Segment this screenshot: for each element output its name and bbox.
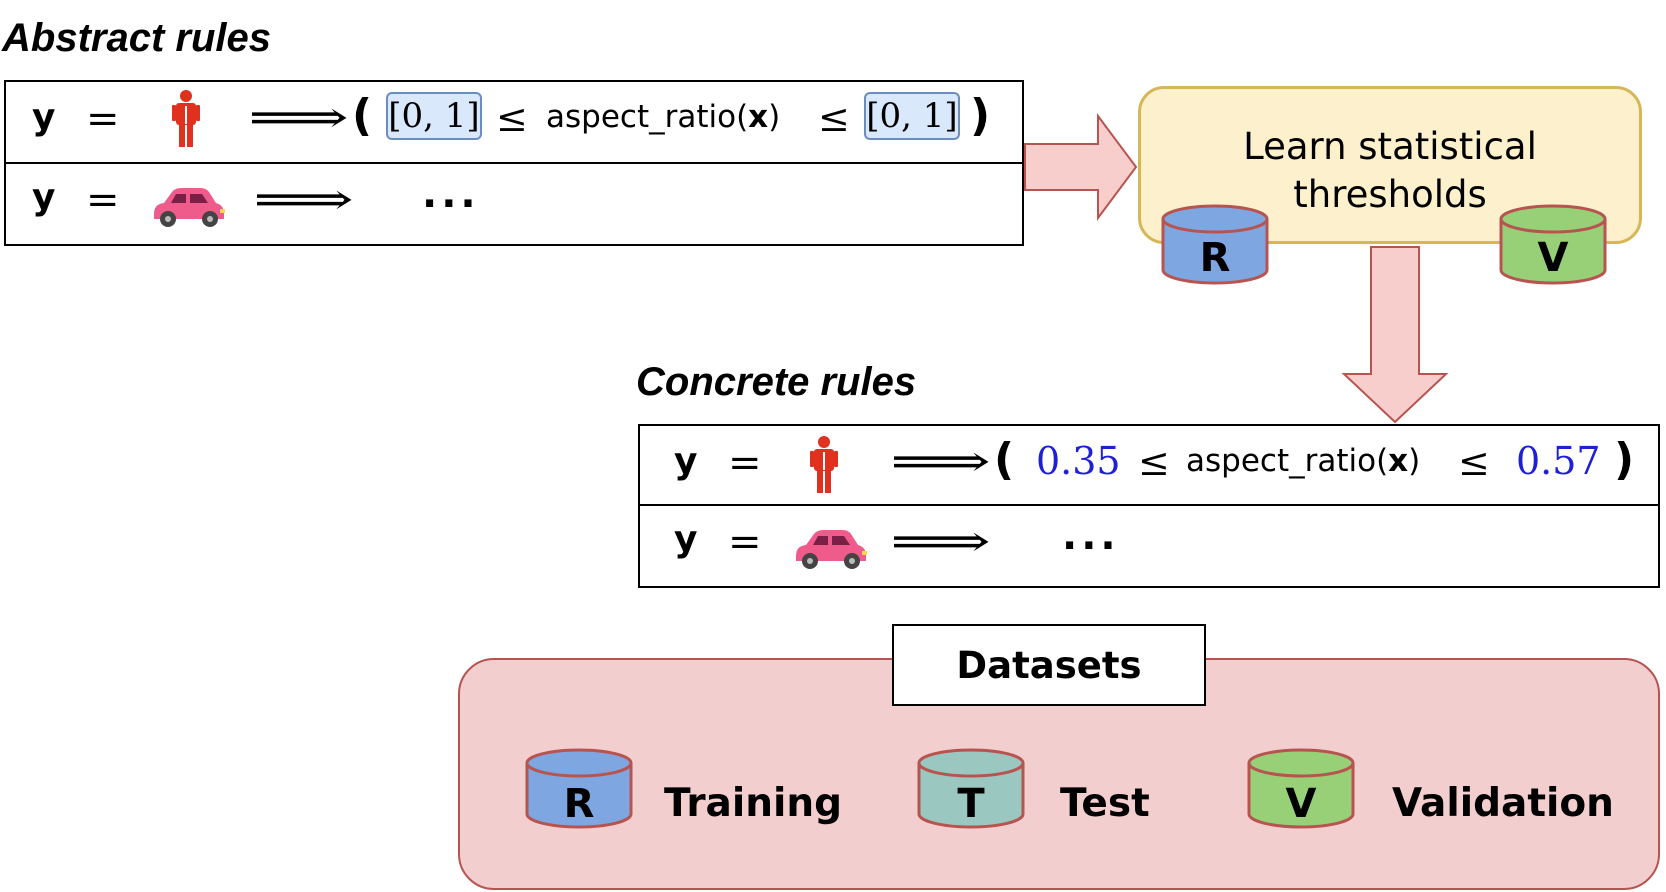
abstract-rule-person-row: y = ⟹ ( [0, 1] ≤ aspect_ratio(x) ≤ [0, 1… bbox=[6, 82, 1022, 162]
validation-dataset-legend-cylinder: V bbox=[1247, 748, 1355, 829]
upper-bound-interval-box: [0, 1] bbox=[864, 92, 960, 140]
concrete-rule-car-row: y = ⟹ ... bbox=[640, 504, 1658, 586]
lower-threshold-value: 0.35 bbox=[1036, 439, 1121, 483]
person-icon bbox=[810, 436, 838, 493]
implies-arrow: ⟹ bbox=[890, 516, 991, 567]
implies-arrow: ⟹ bbox=[248, 92, 349, 143]
learn-thresholds-line1: Learn statistical bbox=[1243, 125, 1537, 168]
car-icon bbox=[154, 188, 225, 227]
training-dataset-legend-letter: R bbox=[564, 781, 595, 827]
datasets-title: Datasets bbox=[892, 624, 1206, 706]
test-dataset-legend-letter: T bbox=[957, 781, 985, 827]
concrete-rules-heading: Concrete rules bbox=[636, 360, 917, 404]
arrow-to-learn-box bbox=[1024, 112, 1138, 222]
equals-sign: = bbox=[86, 96, 120, 142]
leq-sign: ≤ bbox=[496, 96, 528, 140]
training-dataset-cylinder: R bbox=[1161, 204, 1269, 285]
leq-sign: ≤ bbox=[1458, 440, 1490, 484]
ellipsis: ... bbox=[1062, 513, 1120, 559]
equals-sign: = bbox=[728, 519, 762, 565]
car-icon bbox=[796, 530, 867, 569]
training-dataset-letter: R bbox=[1200, 235, 1231, 281]
implies-arrow: ⟹ bbox=[890, 436, 991, 487]
leq-sign: ≤ bbox=[818, 96, 850, 140]
label-variable-y: y bbox=[674, 519, 698, 560]
test-dataset-legend-cylinder: T bbox=[917, 748, 1025, 829]
lower-bound-interval-box: [0, 1] bbox=[386, 92, 482, 140]
label-variable-y: y bbox=[32, 97, 56, 138]
ellipsis: ... bbox=[422, 171, 480, 217]
person-icon bbox=[172, 90, 200, 147]
open-paren: ( bbox=[352, 90, 373, 141]
abstract-rule-car-row: y = ⟹ ... bbox=[6, 162, 1022, 244]
validation-dataset-label: Validation bbox=[1392, 781, 1614, 826]
arrow-to-concrete-rules bbox=[1341, 246, 1449, 424]
validation-dataset-letter: V bbox=[1538, 235, 1569, 281]
validation-dataset-legend-letter: V bbox=[1286, 781, 1317, 827]
validation-dataset-cylinder: V bbox=[1499, 204, 1607, 285]
training-dataset-label: Training bbox=[664, 781, 843, 826]
equals-sign: = bbox=[728, 440, 762, 486]
training-dataset-legend-cylinder: R bbox=[525, 748, 633, 829]
leq-sign: ≤ bbox=[1138, 440, 1170, 484]
implies-arrow: ⟹ bbox=[253, 174, 354, 225]
close-paren: ) bbox=[1614, 434, 1635, 485]
equals-sign: = bbox=[86, 177, 120, 223]
aspect-ratio-function: aspect_ratio(x) bbox=[546, 99, 781, 135]
open-paren: ( bbox=[994, 434, 1015, 485]
test-dataset-label: Test bbox=[1060, 781, 1150, 826]
abstract-rules-heading: Abstract rules bbox=[2, 16, 271, 60]
label-variable-y: y bbox=[674, 441, 698, 482]
concrete-rules-table: y = ⟹ ( 0.35 ≤ aspect_ratio(x) ≤ 0.57 ) … bbox=[638, 424, 1660, 588]
aspect-ratio-function: aspect_ratio(x) bbox=[1186, 443, 1421, 479]
abstract-rules-table: y = ⟹ ( [0, 1] ≤ aspect_ratio(x) ≤ [0, 1… bbox=[4, 80, 1024, 246]
label-variable-y: y bbox=[32, 177, 56, 218]
concrete-rule-person-row: y = ⟹ ( 0.35 ≤ aspect_ratio(x) ≤ 0.57 ) bbox=[640, 426, 1658, 504]
upper-threshold-value: 0.57 bbox=[1516, 439, 1601, 483]
learn-thresholds-line2: thresholds bbox=[1293, 173, 1487, 216]
close-paren: ) bbox=[970, 90, 991, 141]
